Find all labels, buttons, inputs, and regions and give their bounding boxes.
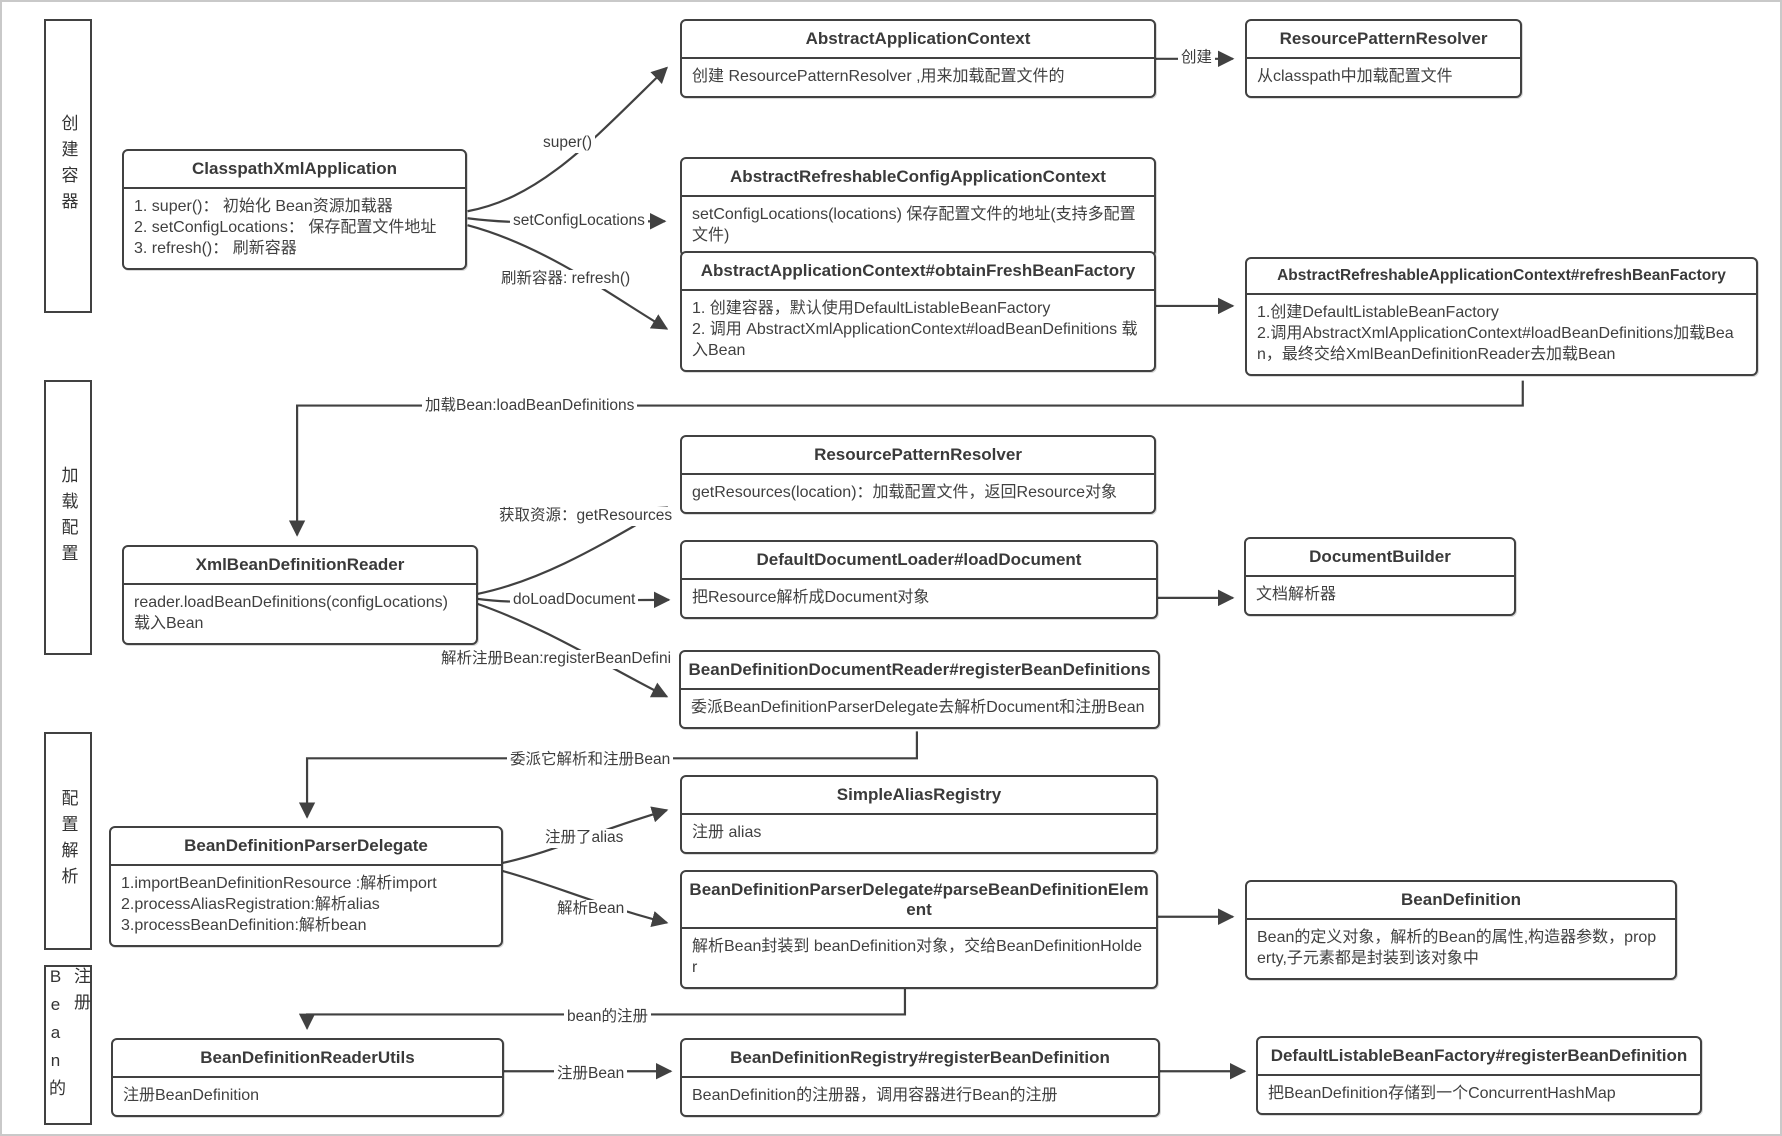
node-body: 1. 创建容器，默认使用DefaultListableBeanFactory 2… bbox=[692, 299, 1138, 359]
node-parse-bean-definition-element: BeanDefinitionParserDelegate#parseBeanDe… bbox=[680, 870, 1158, 990]
edge-parse-bean bbox=[502, 869, 669, 928]
node-bean-definition: BeanDefinition Bean的定义对象，解析的Bean的属性,构造器参… bbox=[1245, 880, 1677, 980]
section-label: 加载配置 bbox=[58, 465, 78, 570]
node-title: AbstractApplicationContext bbox=[682, 21, 1154, 59]
node-body: 把BeanDefinition存储到一个ConcurrentHashMap bbox=[1268, 1084, 1616, 1102]
node-body: 1.importBeanDefinitionResource :解析import… bbox=[121, 874, 437, 934]
node-bean-definition-parser-delegate: BeanDefinitionParserDelegate 1.importBea… bbox=[109, 826, 503, 947]
edge-label-set-config-locations: setConfigLocations bbox=[510, 212, 648, 231]
edge-label-create: 创建 bbox=[1178, 49, 1216, 68]
node-bean-definition-document-reader: BeanDefinitionDocumentReader#registerBea… bbox=[679, 650, 1160, 729]
node-title: BeanDefinitionDocumentReader#registerBea… bbox=[681, 652, 1158, 690]
edge-label-parse-register-bean: 解析注册Bean:registerBeanDefini bbox=[438, 650, 675, 669]
section-label: Bean的注册 bbox=[46, 967, 90, 1105]
section-parse-config: 配置解析 bbox=[44, 732, 92, 950]
node-title: DefaultListableBeanFactory#registerBeanD… bbox=[1258, 1038, 1700, 1076]
node-body: 注册BeanDefinition bbox=[123, 1086, 260, 1104]
node-title: BeanDefinitionRegistry#registerBeanDefin… bbox=[682, 1040, 1158, 1078]
edge-label-do-load-document: doLoadDocument bbox=[510, 591, 639, 610]
node-body: setConfigLocations(locations) 保存配置文件的地址(… bbox=[692, 205, 1136, 244]
edge-label-super: super() bbox=[540, 134, 596, 153]
node-bean-definition-reader-utils: BeanDefinitionReaderUtils 注册BeanDefiniti… bbox=[111, 1038, 504, 1117]
node-default-listable-bean-factory: DefaultListableBeanFactory#registerBeanD… bbox=[1256, 1036, 1702, 1115]
node-document-builder: DocumentBuilder 文档解析器 bbox=[1244, 537, 1516, 616]
node-body: 注册 alias bbox=[692, 823, 762, 841]
node-body: 1. super()： 初始化 Bean资源加载器 2. setConfigLo… bbox=[134, 197, 437, 257]
node-title: AbstractRefreshableConfigApplicationCont… bbox=[682, 159, 1154, 197]
edge-label-get-resources: 获取资源：getResources bbox=[496, 507, 676, 526]
edge-label-delegate-parse-register: 委派它解析和注册Bean bbox=[507, 751, 674, 770]
node-body: 把Resource解析成Document对象 bbox=[692, 588, 930, 606]
node-title: DefaultDocumentLoader#loadDocument bbox=[682, 542, 1156, 580]
node-body: getResources(location)：加载配置文件，返回Resource… bbox=[692, 483, 1118, 501]
edge-label-bean-register: bean的注册 bbox=[564, 1008, 651, 1027]
node-title: SimpleAliasRegistry bbox=[682, 777, 1156, 815]
node-abstract-application-context: AbstractApplicationContext 创建 ResourcePa… bbox=[680, 19, 1156, 98]
edge-parse-register-bean bbox=[477, 602, 669, 698]
section-load-config: 加载配置 bbox=[44, 380, 92, 655]
node-xml-bean-definition-reader: XmlBeanDefinitionReader reader.loadBeanD… bbox=[122, 545, 478, 645]
node-obtain-fresh-bean-factory: AbstractApplicationContext#obtainFreshBe… bbox=[680, 251, 1156, 372]
edge-label-parse-bean: 解析Bean bbox=[554, 900, 628, 919]
node-resource-pattern-resolver: ResourcePatternResolver getResources(loc… bbox=[680, 435, 1156, 514]
node-title: BeanDefinitionParserDelegate#parseBeanDe… bbox=[682, 872, 1156, 930]
node-title: BeanDefinitionParserDelegate bbox=[111, 828, 501, 866]
node-body: 从classpath中加载配置文件 bbox=[1257, 67, 1453, 85]
node-title: BeanDefinition bbox=[1247, 882, 1675, 920]
node-title: AbstractRefreshableApplicationContext#re… bbox=[1247, 259, 1756, 295]
node-abstract-refreshable-config-application-context: AbstractRefreshableConfigApplicationCont… bbox=[680, 157, 1156, 257]
section-label: 配置解析 bbox=[58, 789, 78, 893]
node-title: BeanDefinitionReaderUtils bbox=[113, 1040, 502, 1078]
edge-super bbox=[467, 66, 668, 213]
edge-label-register-alias: 注册了alias bbox=[542, 829, 627, 848]
node-refresh-bean-factory: AbstractRefreshableApplicationContext#re… bbox=[1245, 257, 1758, 377]
node-body: 解析Bean封装到 beanDefinition对象，交给BeanDefinit… bbox=[692, 938, 1142, 977]
node-body: Bean的定义对象，解析的Bean的属性,构造器参数，property,子元素都… bbox=[1257, 928, 1657, 967]
node-title: ResourcePatternResolver bbox=[682, 437, 1154, 475]
edge-label-register-bean: 注册Bean bbox=[554, 1065, 628, 1084]
edge-label-refresh-container: 刷新容器: refresh() bbox=[498, 270, 634, 289]
node-default-document-loader: DefaultDocumentLoader#loadDocument 把Reso… bbox=[680, 540, 1158, 619]
node-classpath-xml-application: ClasspathXmlApplication 1. super()： 初始化 … bbox=[122, 149, 467, 270]
edge-load-bean-definitions bbox=[288, 380, 1524, 537]
node-title: ClasspathXmlApplication bbox=[124, 151, 465, 189]
node-title: XmlBeanDefinitionReader bbox=[124, 547, 476, 585]
node-body: 1.创建DefaultListableBeanFactory 2.调用Abstr… bbox=[1257, 303, 1734, 364]
node-resource-pattern-resolver-top: ResourcePatternResolver 从classpath中加载配置文… bbox=[1245, 19, 1522, 98]
node-bean-definition-registry: BeanDefinitionRegistry#registerBeanDefin… bbox=[680, 1038, 1160, 1117]
node-title: DocumentBuilder bbox=[1246, 539, 1514, 577]
section-label: 创建容器 bbox=[58, 114, 78, 218]
section-bean-register: Bean的注册 bbox=[44, 965, 92, 1125]
node-title: ResourcePatternResolver bbox=[1247, 21, 1520, 59]
node-simple-alias-registry: SimpleAliasRegistry 注册 alias bbox=[680, 775, 1158, 854]
node-body: reader.loadBeanDefinitions(configLocatio… bbox=[134, 593, 448, 632]
node-body: BeanDefinition的注册器，调用容器进行Bean的注册 bbox=[692, 1086, 1058, 1104]
edge-label-load-bean: 加载Bean:loadBeanDefinitions bbox=[422, 397, 638, 416]
node-body: 文档解析器 bbox=[1256, 585, 1337, 603]
node-body: 创建 ResourcePatternResolver ,用来加载配置文件的 bbox=[692, 67, 1065, 85]
node-title: AbstractApplicationContext#obtainFreshBe… bbox=[682, 253, 1154, 291]
node-body: 委派BeanDefinitionParserDelegate去解析Documen… bbox=[691, 698, 1145, 716]
section-create-container: 创建容器 bbox=[44, 19, 92, 313]
